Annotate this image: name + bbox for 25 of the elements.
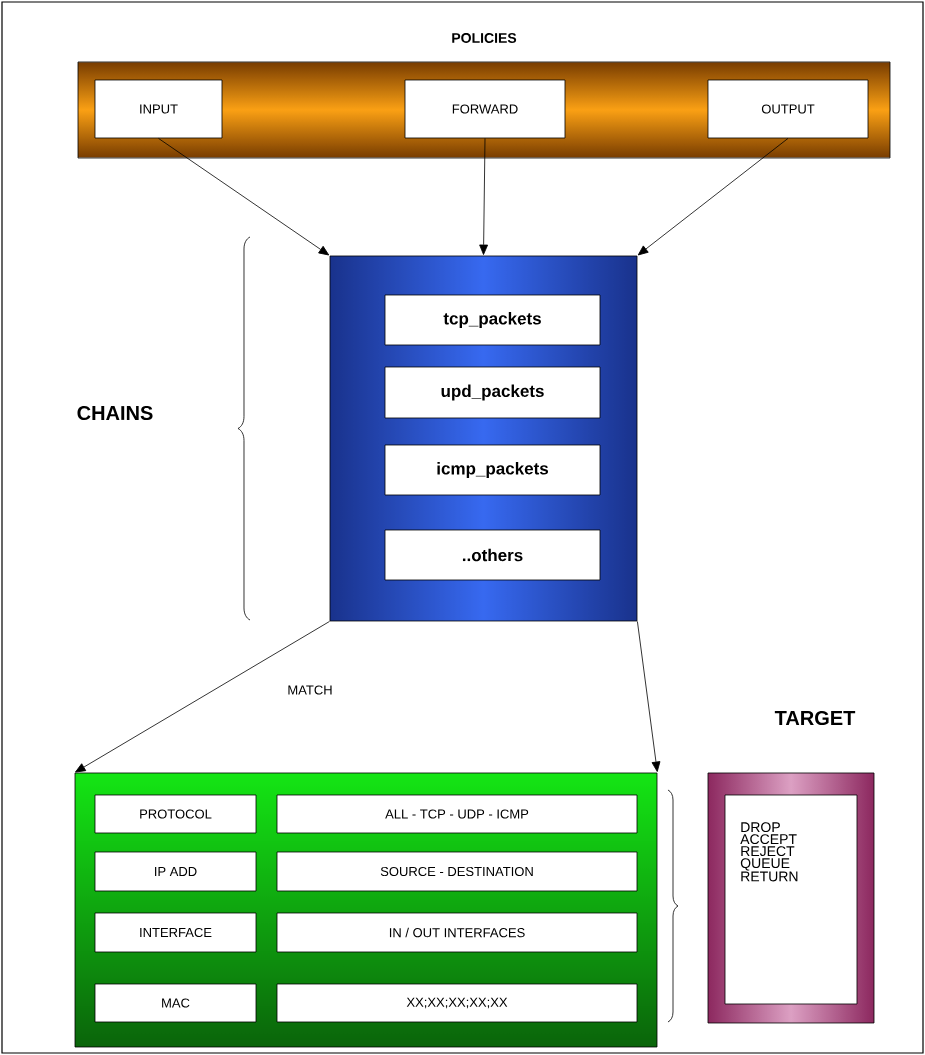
text-box: INTERFACE [94, 912, 257, 953]
text-box: MAC [94, 983, 257, 1023]
text-box: FORWARD [404, 79, 566, 139]
text-box: INPUT [94, 79, 223, 139]
arrow [158, 138, 330, 256]
section-heading: TARGET [774, 710, 856, 726]
arrow [75, 621, 330, 773]
text-box: OUTPUT [707, 79, 869, 139]
text-box: SOURCE - DESTINATION [276, 851, 638, 892]
text-box: IP ADD [94, 851, 257, 892]
section-heading: POLICIES [452, 33, 517, 43]
target-list: DROP ACCEPT REJECT QUEUE RETURN [724, 794, 858, 1005]
chain-box: tcp_packets [384, 294, 601, 346]
text-box: PROTOCOL [94, 794, 257, 834]
arrow [637, 138, 789, 256]
arrow [479, 138, 489, 255]
chain-box: icmp_packets [384, 444, 601, 496]
chain-box: upd_packets [384, 366, 601, 419]
text-box: XX;XX;XX;XX;XX [276, 983, 638, 1023]
chain-box: ..others [384, 529, 601, 581]
arrow [637, 621, 661, 772]
section-label: MATCH [288, 685, 332, 695]
section-label: CHAINS [77, 405, 153, 421]
text-box: ALL - TCP - UDP - ICMP [276, 794, 638, 834]
text-box: IN / OUT INTERFACES [276, 912, 638, 953]
